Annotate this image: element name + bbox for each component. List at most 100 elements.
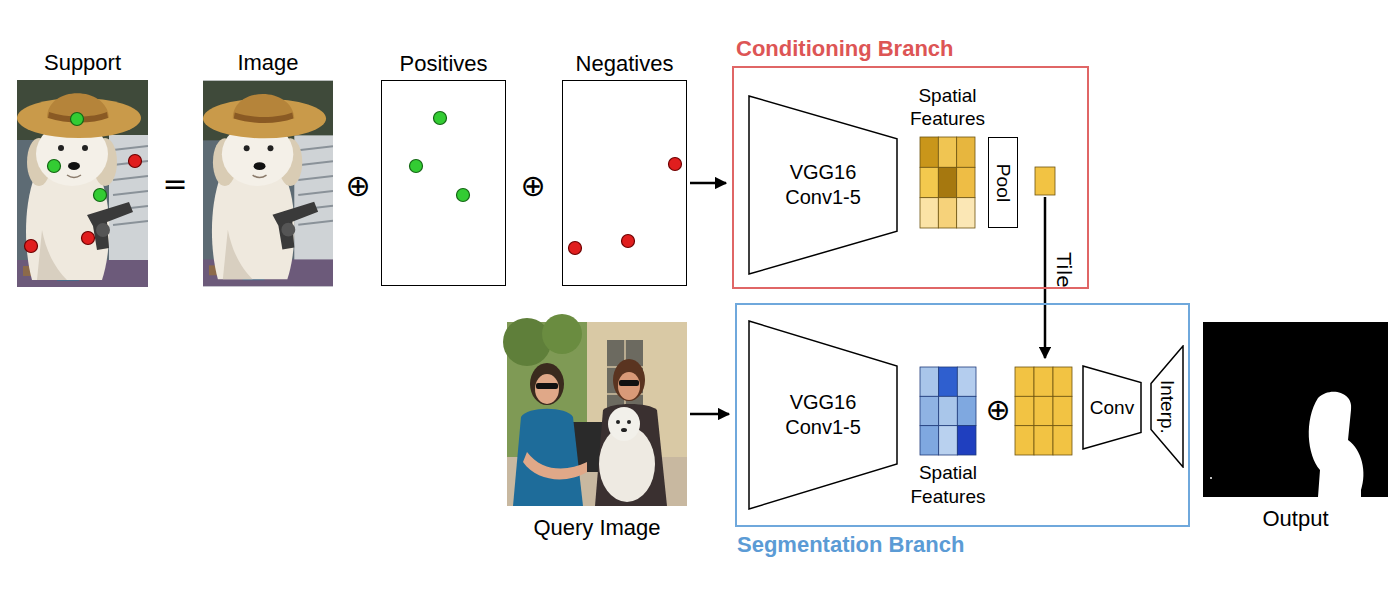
text-holder: Negatives: [576, 50, 674, 78]
text-holder: Query Image: [533, 514, 660, 542]
text-holder: Spatial Features: [903, 461, 993, 509]
feature-cell: [957, 367, 976, 396]
heading-label: Spatial Features: [903, 84, 993, 132]
negative-click: [129, 155, 142, 168]
flow-arrow: [690, 182, 726, 185]
shape-outline: [748, 320, 898, 510]
text-holder: Conditioning Branch: [736, 35, 954, 63]
negative-click: [25, 240, 38, 253]
tiled-cell: [1015, 426, 1034, 455]
conv-trapezoid: Conv: [1082, 365, 1142, 450]
negative-click: [569, 242, 582, 255]
query-panel: Query Image: [507, 322, 687, 506]
positive-click: [457, 189, 470, 202]
hair: [613, 359, 645, 401]
negative-click: [669, 158, 682, 171]
heading-label: Spatial Features: [903, 461, 993, 509]
negative-click: [82, 232, 95, 245]
face: [535, 374, 559, 404]
dog-eye: [627, 420, 631, 424]
text-holder: Output: [1262, 505, 1328, 533]
support-photo: [17, 80, 148, 287]
negative-click: [25, 155, 682, 255]
trapezoid-outline: [749, 96, 897, 274]
dress: [513, 409, 583, 506]
feature-cell: [939, 396, 958, 425]
query-photo: [503, 314, 687, 506]
positive-click: [48, 160, 61, 173]
tiled-cell: [1034, 426, 1053, 455]
text-holder: Image: [237, 49, 298, 77]
heading-label: Query Image: [533, 514, 660, 542]
mask-background: [1203, 322, 1388, 497]
hair: [530, 363, 564, 405]
positive-click: [48, 112, 470, 202]
tiled-cell: [1034, 367, 1053, 396]
flow-arrow: [690, 413, 729, 416]
label-holder: =: [162, 165, 187, 203]
feature-cell: [939, 426, 958, 455]
face: [618, 372, 640, 400]
shape-label: VGG16 Conv1-5: [778, 390, 868, 440]
shirt: [595, 404, 667, 506]
heading-label: Support: [44, 49, 121, 77]
sunglasses: [536, 383, 558, 389]
feature-cell: [939, 367, 958, 396]
text-holder: Positives: [399, 50, 487, 78]
feature-cell: [957, 396, 976, 425]
click-map-panel: Negatives: [562, 80, 687, 286]
sunglasses: [619, 380, 639, 386]
support-panel: Support: [17, 80, 148, 287]
tiled-cell: [1053, 396, 1072, 425]
feature-cell: [920, 396, 939, 425]
concat-symbol: ⊕: [345, 167, 370, 205]
tiled-feature-grid: [1015, 367, 1072, 455]
dog-nose: [621, 428, 627, 432]
pooled-feature: [1035, 167, 1055, 195]
conditioning-feature-grid: [920, 137, 975, 228]
encoder-trapezoid: VGG16 Conv1-5: [748, 95, 898, 275]
feature-cell: [938, 167, 956, 197]
feature-cell: [920, 367, 939, 396]
negative-click: [622, 235, 635, 248]
text-holder: Spatial Features: [903, 84, 993, 132]
shape-outline: [748, 95, 898, 275]
tiled-cell: [1053, 426, 1072, 455]
shape-label: Interp.: [1155, 380, 1179, 434]
heading-label: Image: [237, 49, 298, 77]
label-holder: ⊕: [985, 391, 1010, 429]
text-holder: Pool: [989, 138, 1017, 227]
tile-label: Tile: [1051, 252, 1076, 287]
feature-cell: [957, 137, 975, 167]
interp-trapezoid: Interp.: [1150, 345, 1184, 468]
heading-label: Output: [1262, 505, 1328, 533]
concat-symbol: ⊕: [985, 391, 1010, 429]
concat-symbol: ⊕: [520, 167, 545, 205]
mask-foreground: [1309, 392, 1364, 497]
text-holder: Segmentation Branch: [737, 531, 964, 559]
feature-cell: [920, 198, 938, 228]
dog-photo: [203, 81, 333, 286]
equals-sign: =: [162, 165, 187, 203]
feature-cell: [957, 198, 975, 228]
tiled-cell: [1015, 367, 1034, 396]
positive-click: [71, 113, 84, 126]
encoder-trapezoid: VGG16 Conv1-5: [748, 320, 898, 510]
text-holder: Conv: [1082, 365, 1142, 450]
feature-cell: [957, 167, 975, 197]
text-holder: VGG16 Conv1-5: [748, 320, 898, 510]
tiled-cell: [1034, 396, 1053, 425]
feature-cell: [957, 426, 976, 455]
heading-label: Segmentation Branch: [737, 531, 964, 559]
pool-box: Pool: [988, 137, 1018, 228]
label-holder: ⊕: [345, 167, 370, 205]
feature-cell: [920, 426, 939, 455]
branch-box: Segmentation BranchVGG16 Conv1-5Spatial …: [735, 303, 1190, 527]
feature-grid: Spatial Features: [920, 367, 976, 455]
tree: [542, 314, 582, 354]
positive-click: [410, 160, 423, 173]
trapezoid-outline: [1083, 366, 1141, 449]
